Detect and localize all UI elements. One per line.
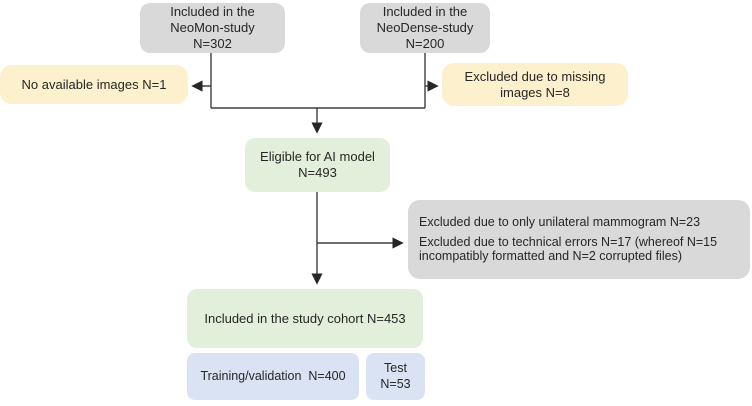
- node-eligible-ai-model: Eligible for AI model N=493: [245, 138, 390, 192]
- node-study-cohort: Included in the study cohort N=453: [187, 289, 423, 348]
- node-study-cohort-label: Included in the study cohort N=453: [204, 310, 406, 326]
- exclusion-unilateral-text: Excluded due to only unilateral mammogra…: [419, 214, 701, 229]
- node-excluded-missing-images: Excluded due to missing images N=8: [442, 63, 628, 106]
- node-neodense-study: Included in the NeoDense-study N=200: [360, 3, 490, 53]
- node-no-available-images: No available images N=1: [0, 65, 188, 104]
- node-no-available-images-label: No available images N=1: [21, 76, 167, 92]
- exclusion-technical-text: Excluded due to technical errors N=17 (w…: [419, 234, 718, 264]
- node-excluded-missing-images-label: Excluded due to missing images N=8: [464, 68, 606, 100]
- node-neodense-label: Included in the NeoDense-study N=200: [376, 4, 474, 51]
- node-eligible-ai-model-label: Eligible for AI model N=493: [260, 149, 375, 180]
- node-training-validation: Training/validation N=400: [187, 353, 359, 400]
- node-neomon-study: Included in the NeoMon-study N=302: [140, 3, 285, 53]
- node-neomon-label: Included in the NeoMon-study N=302: [170, 4, 255, 51]
- node-training-validation-label: Training/validation N=400: [200, 368, 346, 383]
- node-test: Test N=53: [366, 353, 425, 400]
- node-test-label: Test N=53: [380, 361, 411, 391]
- node-exclusions: Excluded due to only unilateral mammogra…: [408, 200, 750, 279]
